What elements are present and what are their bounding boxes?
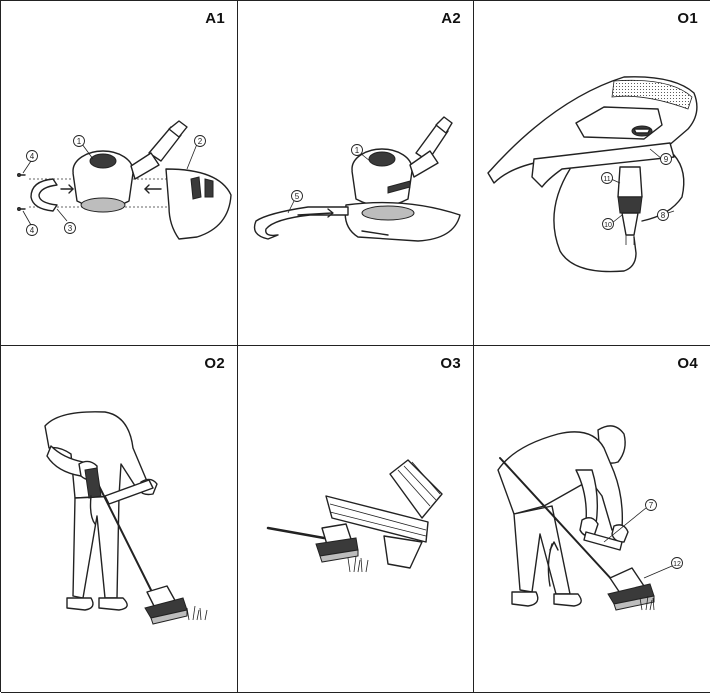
svg-text:4: 4: [30, 226, 35, 235]
svg-text:7: 7: [649, 501, 654, 510]
svg-text:10: 10: [604, 222, 612, 229]
svg-text:2: 2: [198, 137, 203, 146]
guard-assembly-illustration: 1 2 3 4 4: [17, 120, 232, 240]
bench-edging-illustration: [266, 459, 443, 573]
panel-label: O4: [677, 355, 698, 372]
svg-text:5: 5: [295, 192, 300, 201]
callout-1: 1: [351, 144, 363, 156]
svg-text:4: 4: [30, 152, 35, 161]
bent-over-edging-illustration: 7 12: [497, 425, 683, 611]
panel-label: A2: [441, 10, 461, 27]
callout-8: 8: [657, 209, 669, 221]
callout-4-bottom: 4: [26, 224, 38, 236]
panel-o1: O1: [474, 1, 710, 346]
callout-4-top: 4: [26, 150, 38, 162]
callout-7: 7: [645, 499, 657, 511]
panel-o4: O4: [474, 346, 710, 693]
callout-2: 2: [194, 135, 206, 147]
callout-12: 12: [671, 557, 683, 569]
cord-retainer-illustration: 9 11 10 8: [487, 76, 698, 273]
panel-label: O3: [440, 355, 461, 372]
flower-guard-illustration: 1 5: [253, 116, 461, 242]
callout-9: 9: [660, 153, 672, 165]
callout-1: 1: [73, 135, 85, 147]
svg-text:1: 1: [355, 146, 360, 155]
callout-5: 5: [291, 190, 303, 202]
svg-text:8: 8: [661, 211, 666, 220]
panel-o2: O2: [1, 346, 238, 693]
panel-label: A1: [205, 10, 225, 27]
panel-o3: O3: [238, 346, 474, 693]
callout-10: 10: [602, 218, 614, 230]
svg-text:3: 3: [68, 224, 73, 233]
svg-text:11: 11: [603, 176, 610, 183]
callout-3: 3: [64, 222, 76, 234]
panel-a1: A1: [1, 1, 238, 346]
panel-label: O2: [204, 355, 225, 372]
svg-text:9: 9: [664, 155, 669, 164]
callout-11: 11: [601, 172, 613, 184]
panel-label: O1: [677, 10, 698, 27]
svg-text:12: 12: [673, 561, 681, 568]
panel-a2: A2 1: [238, 1, 474, 346]
upright-trimming-illustration: [44, 411, 208, 625]
svg-text:1: 1: [77, 137, 82, 146]
